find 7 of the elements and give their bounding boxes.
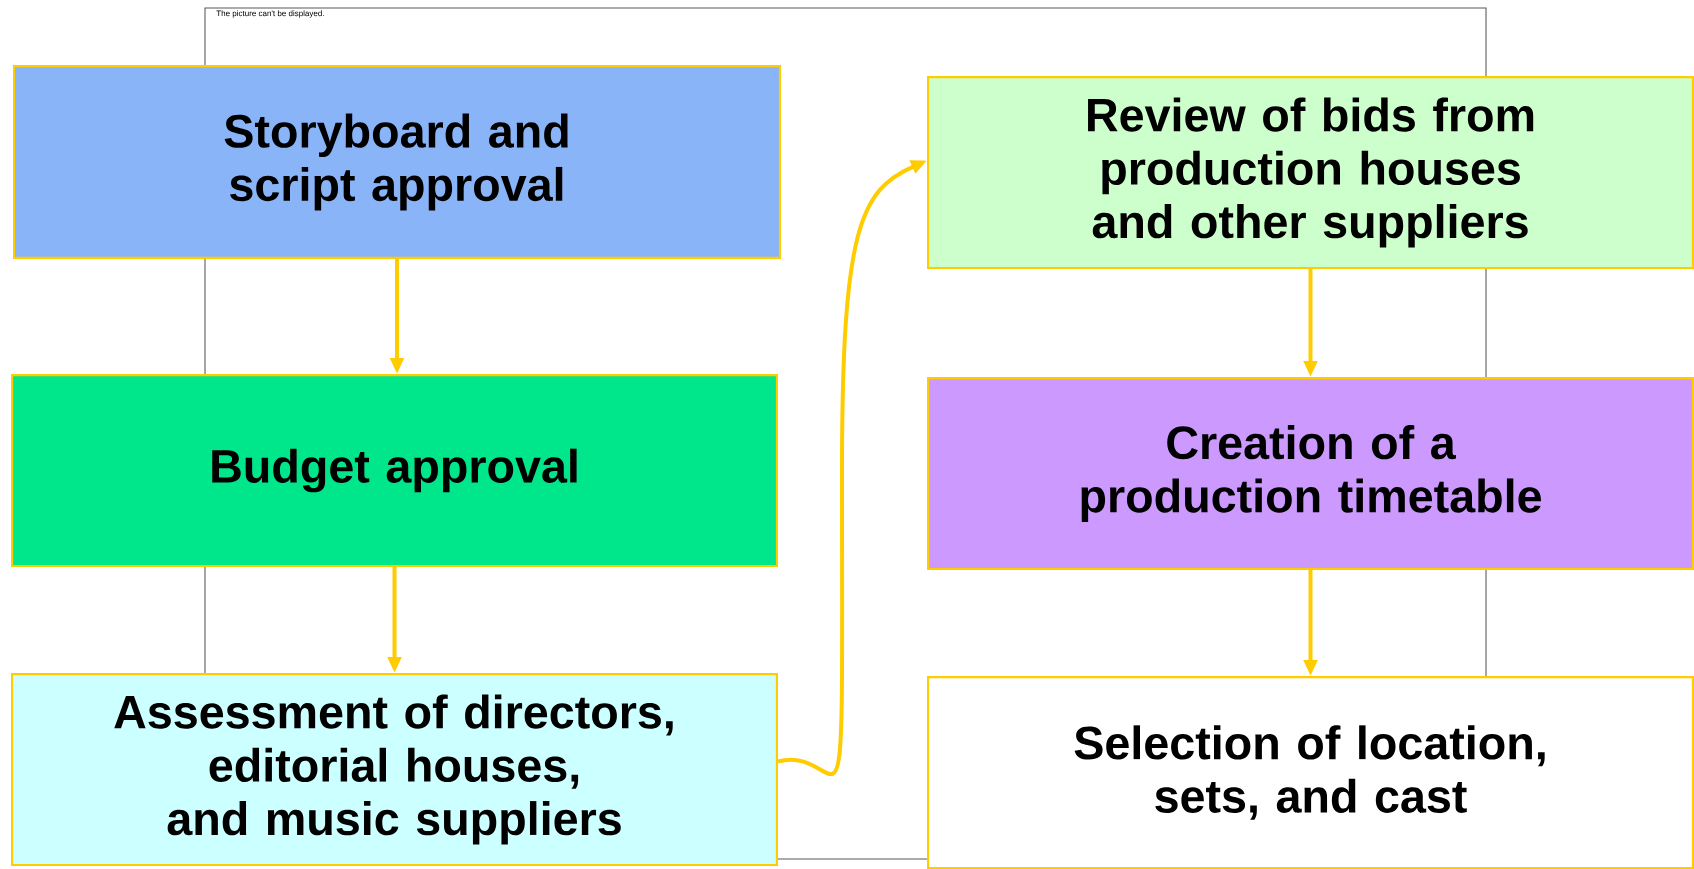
placeholder-text: The picture can't be displayed. [216,10,324,18]
process-box: Creation of a production timetable [927,377,1694,570]
process-box: Selection of location, sets, and cast [927,676,1694,869]
process-box: Storyboard and script approval [13,65,781,259]
process-box: Review of bids from production houses and other suppliers [927,76,1694,269]
process-box: Budget approval [11,374,778,567]
process-box: Assessment of directors, editorial houses, and music suppliers [11,673,778,866]
